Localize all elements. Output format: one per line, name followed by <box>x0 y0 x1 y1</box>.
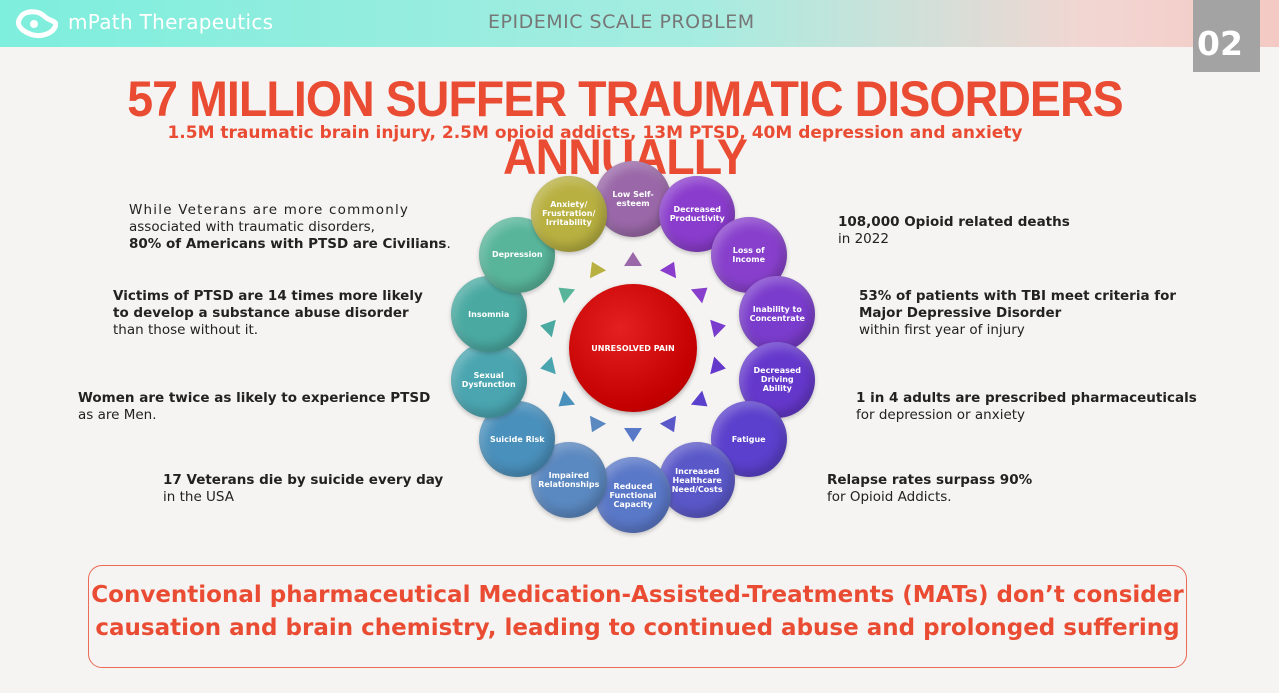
fact-relapse-rates: Relapse rates surpass 90%for Opioid Addi… <box>827 472 1033 505</box>
diagram-node: Suicide Risk <box>479 401 556 478</box>
diagram-arrow-icon <box>553 280 576 304</box>
diagram-arrow-icon <box>583 416 606 437</box>
diagram-arrow-icon <box>709 317 728 338</box>
diagram-arrow-icon <box>660 257 683 278</box>
fact-tbi-depression: 53% of patients with TBI meet criteria f… <box>859 288 1177 338</box>
diagram-arrow-icon <box>583 257 606 278</box>
diagram-node: Sexual Dysfunction <box>450 341 527 418</box>
diagram-arrow-icon <box>538 317 557 338</box>
diagram-node: Reduced Functional Capacity <box>595 457 671 533</box>
fact-ptsd-substance: Victims of PTSD are 14 times more likely… <box>113 288 423 338</box>
diagram-node: Anxiety/ Frustration/ Irritability <box>530 175 607 252</box>
page-title: 57 MILLION SUFFER TRAUMATIC DISORDERS AN… <box>127 71 1123 185</box>
mpath-logo-icon <box>15 9 58 39</box>
page-subtitle: 1.5M traumatic brain injury, 2.5M opioid… <box>167 123 1023 143</box>
diagram-arrow-icon <box>660 416 683 437</box>
diagram-node: Decreased Productivity <box>659 175 736 252</box>
diagram-arrow-icon <box>624 428 642 442</box>
fact-prescriptions: 1 in 4 adults are prescribed pharmaceuti… <box>856 390 1197 423</box>
conclusion-callout: Conventional pharmaceutical Medication-A… <box>88 565 1187 668</box>
fact-veterans-civilians: While Veterans are more commonly associa… <box>129 202 451 252</box>
diagram-arrow-icon <box>690 390 713 414</box>
diagram-arrow-icon <box>624 252 642 266</box>
fact-women-ptsd: Women are twice as likely to experience … <box>78 390 431 423</box>
diagram-arrow-icon <box>709 356 728 377</box>
diagram-arrow-icon <box>690 280 713 304</box>
diagram-center-unresolved-pain: UNRESOLVED PAIN <box>569 284 697 412</box>
section-title: EPIDEMIC SCALE PROBLEM <box>488 11 755 33</box>
diagram-arrow-icon <box>553 390 576 414</box>
header-bar: mPath Therapeutics EPIDEMIC SCALE PROBLE… <box>0 0 1279 47</box>
diagram-node: Low Self-esteem <box>595 161 671 237</box>
diagram-node: Inability to Concentrate <box>739 276 816 353</box>
brand-name: mPath Therapeutics <box>68 10 274 34</box>
diagram-arrow-icon <box>538 356 557 377</box>
diagram-node: Increased Healthcare Need/Costs <box>659 442 736 519</box>
page-number: 02 <box>1193 0 1260 72</box>
